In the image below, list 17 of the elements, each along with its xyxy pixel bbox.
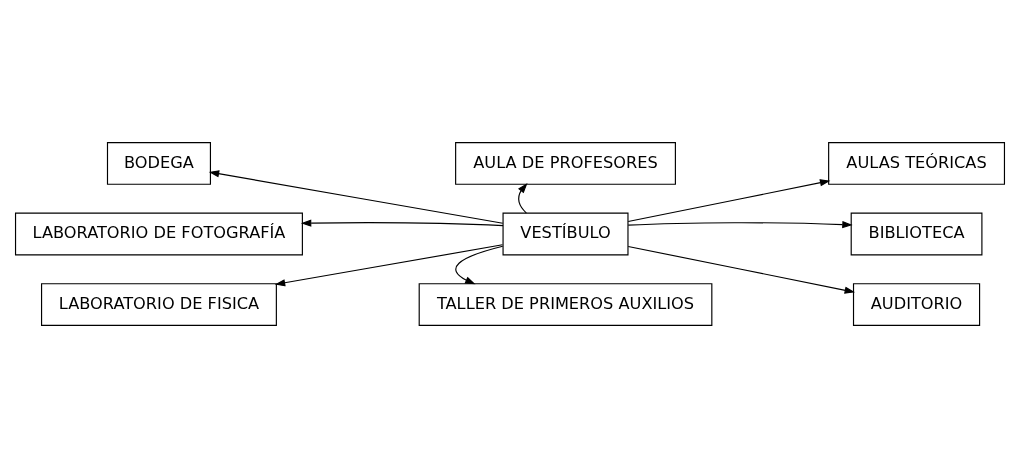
- arrow: [517, 183, 528, 214]
- node-box: AUDITORIO: [852, 283, 980, 326]
- arrow: [208, 170, 503, 224]
- arrow: [627, 220, 853, 229]
- node-box: AULA DE PROFESORES: [454, 142, 676, 185]
- node-box: LABORATORIO DE FISICA: [40, 283, 277, 326]
- node-box: BODEGA: [106, 142, 211, 185]
- arrow: [454, 245, 503, 285]
- node-box: BIBLIOTECA: [850, 212, 982, 256]
- node-box: AULAS TEÓRICAS: [827, 142, 1005, 185]
- node-box: VESTÍBULO: [502, 212, 629, 256]
- arrow: [627, 179, 830, 223]
- arrow: [300, 219, 504, 227]
- node-box: LABORATORIO DE FOTOGRAFÍA: [14, 212, 303, 256]
- arrow: [274, 244, 503, 287]
- arrow: [627, 245, 855, 294]
- node-box: TALLER DE PRIMEROS AUXILIOS: [418, 283, 712, 326]
